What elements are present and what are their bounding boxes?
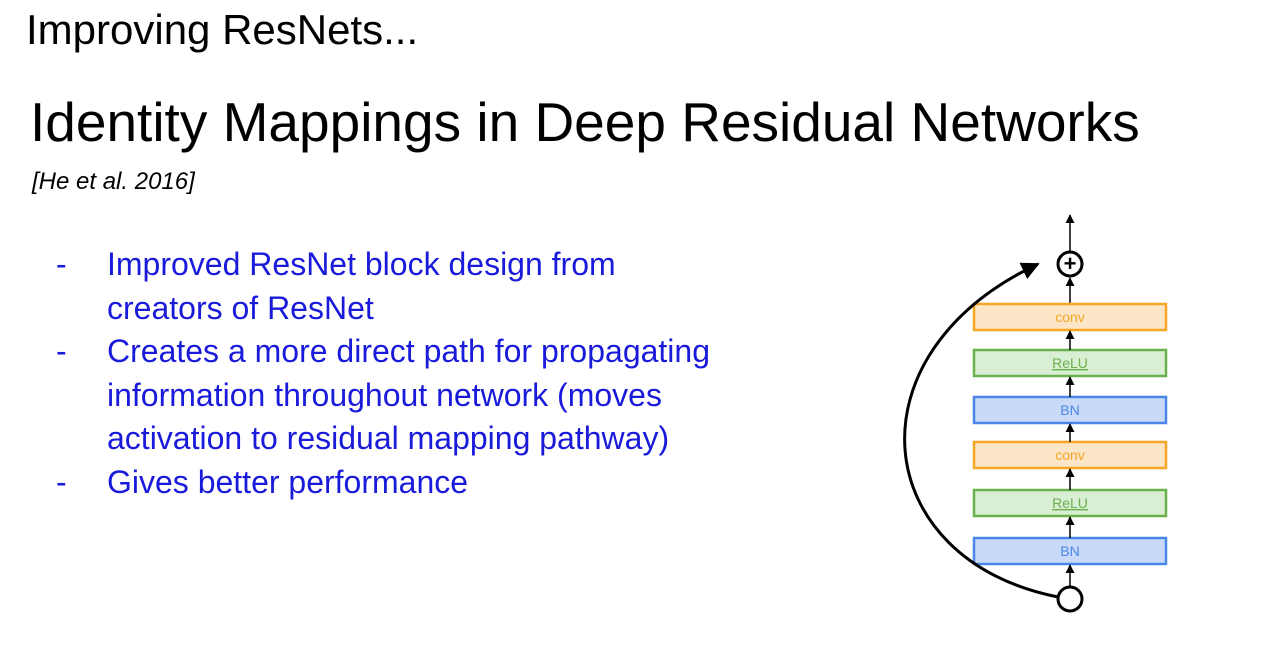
layer-box-conv (972, 302, 1168, 332)
add-node (1056, 250, 1084, 278)
bullet-item: - Creates a more direct path for propaga… (56, 330, 736, 461)
layer-label: ReLU (1052, 495, 1088, 511)
bullet-item: - Gives better performance (56, 461, 736, 505)
layer-box-conv (972, 440, 1168, 470)
skip-connection-arrow (903, 262, 1059, 599)
bullet-list: - Improved ResNet block design from crea… (56, 243, 736, 504)
citation: [He et al. 2016] (32, 168, 195, 195)
bullet-dash: - (56, 463, 67, 500)
layer-box-bn (972, 395, 1168, 425)
layer-label: conv (1055, 447, 1085, 463)
bullet-text: Creates a more direct path for propagati… (107, 333, 710, 456)
layer-box-relu (972, 488, 1168, 518)
bullet-dash: - (56, 333, 67, 369)
layer-box-relu (972, 348, 1168, 378)
slide-title: Identity Mappings in Deep Residual Netwo… (30, 91, 1140, 153)
layer-label: BN (1060, 402, 1079, 418)
bullet-text: Gives better performance (107, 463, 469, 500)
layer-label: ReLU (1052, 355, 1088, 371)
section-title: Improving ResNets... (26, 6, 419, 53)
bullet-text: Improved ResNet block design from creato… (107, 246, 616, 326)
layer-label: conv (1055, 309, 1085, 325)
layer-label: BN (1060, 543, 1079, 559)
layer-box-bn (972, 536, 1168, 566)
bullet-item: - Improved ResNet block design from crea… (56, 243, 736, 330)
bullet-dash: - (56, 246, 67, 282)
add-symbol: + (1064, 251, 1077, 276)
input-node (1056, 585, 1084, 613)
